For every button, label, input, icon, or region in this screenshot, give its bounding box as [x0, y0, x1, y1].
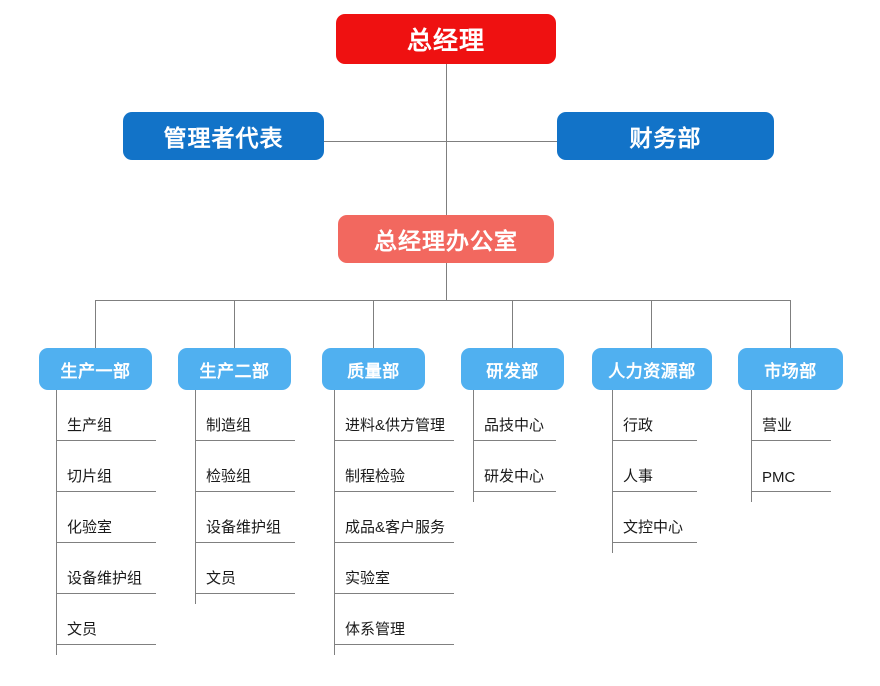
node-general-manager-office[interactable]: 总经理办公室 — [338, 215, 554, 263]
node-ceo-label: 总经理 — [406, 27, 485, 55]
node-department-6[interactable]: 市场部 — [738, 348, 843, 390]
node-department-4[interactable]: 研发部 — [461, 348, 564, 390]
connector-office-drop — [446, 263, 447, 301]
sub-item[interactable]: 实验室 — [334, 543, 454, 594]
node-management-representative-label: 管理者代表 — [163, 125, 284, 151]
sub-column-5: 行政 人事 文控中心 — [612, 390, 697, 553]
node-department-6-label: 市场部 — [764, 361, 817, 381]
sub-item[interactable]: 检验组 — [195, 441, 295, 492]
sub-item[interactable]: 行政 — [612, 390, 697, 441]
connector-drop-dept-4 — [512, 300, 513, 348]
node-department-1-label: 生产一部 — [60, 361, 131, 381]
node-finance-department-label: 财务部 — [629, 125, 702, 151]
node-ceo[interactable]: 总经理 — [336, 14, 556, 64]
sub-item[interactable]: 化验室 — [56, 492, 156, 543]
sub-item[interactable]: 文员 — [56, 594, 156, 645]
sub-rail-5 — [612, 390, 613, 553]
node-department-2-label: 生产二部 — [199, 361, 270, 381]
sub-column-3: 进料&供方管理 制程检验 成品&客户服务 实验室 体系管理 — [334, 390, 454, 655]
connector-ceo-to-office — [446, 64, 447, 215]
sub-item[interactable]: 成品&客户服务 — [334, 492, 454, 543]
connector-drop-dept-2 — [234, 300, 235, 348]
sub-item[interactable]: 制程检验 — [334, 441, 454, 492]
sub-item[interactable]: 文控中心 — [612, 492, 697, 543]
sub-rail-4 — [473, 390, 474, 502]
sub-item[interactable]: 研发中心 — [473, 441, 556, 492]
sub-item[interactable]: 设备维护组 — [195, 492, 295, 543]
sub-item[interactable]: PMC — [751, 441, 831, 492]
sub-item[interactable]: 体系管理 — [334, 594, 454, 645]
sub-item[interactable]: 生产组 — [56, 390, 156, 441]
sub-item[interactable]: 设备维护组 — [56, 543, 156, 594]
sub-column-6: 营业 PMC — [751, 390, 831, 502]
connector-level2-bus — [324, 141, 569, 142]
sub-rail-1 — [56, 390, 57, 655]
node-management-representative[interactable]: 管理者代表 — [123, 112, 324, 160]
node-department-5[interactable]: 人力资源部 — [592, 348, 712, 390]
sub-item[interactable]: 制造组 — [195, 390, 295, 441]
sub-column-2: 制造组 检验组 设备维护组 文员 — [195, 390, 295, 604]
node-department-1[interactable]: 生产一部 — [39, 348, 152, 390]
connector-drop-dept-1 — [95, 300, 96, 348]
connector-drop-dept-5 — [651, 300, 652, 348]
connector-departments-bus — [95, 300, 791, 301]
node-general-manager-office-label: 总经理办公室 — [374, 228, 518, 254]
node-department-2[interactable]: 生产二部 — [178, 348, 291, 390]
node-department-3[interactable]: 质量部 — [322, 348, 425, 390]
sub-column-4: 品技中心 研发中心 — [473, 390, 556, 502]
sub-rail-3 — [334, 390, 335, 655]
sub-rail-2 — [195, 390, 196, 604]
connector-drop-dept-6 — [790, 300, 791, 348]
sub-item[interactable]: 人事 — [612, 441, 697, 492]
connector-drop-dept-3 — [373, 300, 374, 348]
node-department-5-label: 人力资源部 — [608, 361, 696, 381]
sub-rail-6 — [751, 390, 752, 502]
node-finance-department[interactable]: 财务部 — [557, 112, 774, 160]
node-department-4-label: 研发部 — [486, 361, 539, 381]
sub-item[interactable]: 进料&供方管理 — [334, 390, 454, 441]
sub-item[interactable]: 营业 — [751, 390, 831, 441]
sub-item[interactable]: 文员 — [195, 543, 295, 594]
sub-item[interactable]: 品技中心 — [473, 390, 556, 441]
sub-column-1: 生产组 切片组 化验室 设备维护组 文员 — [56, 390, 156, 655]
sub-item[interactable]: 切片组 — [56, 441, 156, 492]
node-department-3-label: 质量部 — [347, 361, 400, 381]
